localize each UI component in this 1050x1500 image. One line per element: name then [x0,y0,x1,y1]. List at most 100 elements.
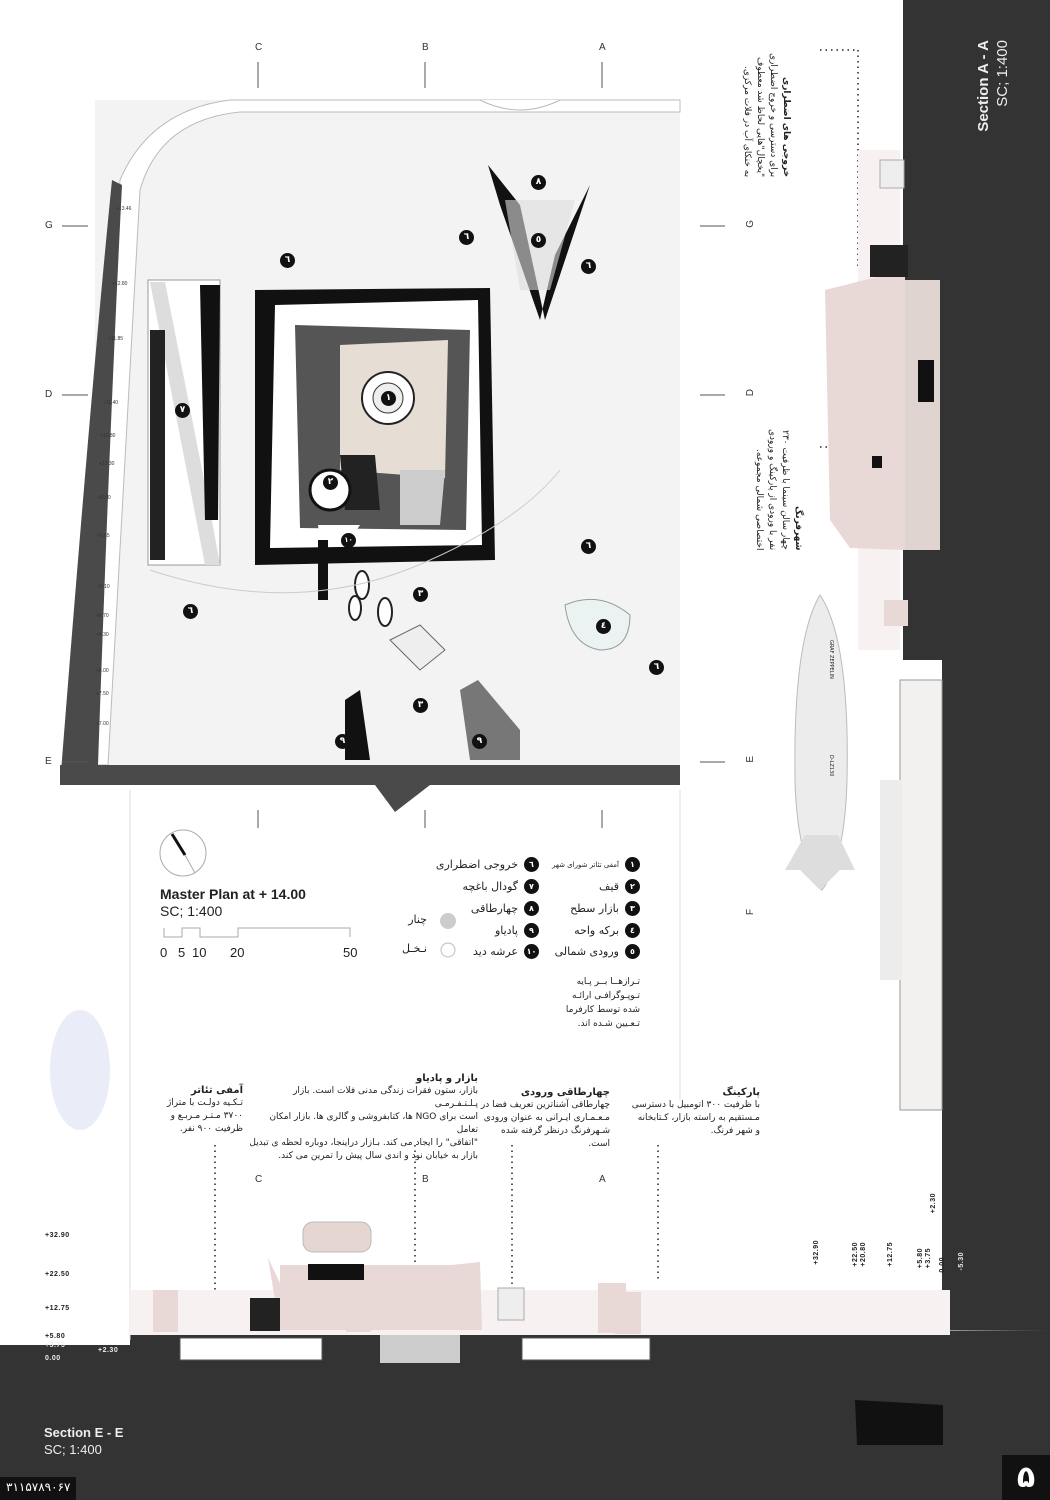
plan-marker-10: ١٠ [341,533,356,548]
grid-label-c: C [255,42,263,53]
section-ee-level: +5.80 [45,1333,66,1340]
grid-lines [62,62,725,1340]
grid-label-b: B [422,42,429,53]
section-aa-level: +32.90 [813,1240,820,1265]
plan-elevation: +11.40 [103,400,119,406]
grid-label-d-right: D [745,389,756,397]
section-aa-level: 0.00 [939,1257,946,1273]
plan-marker-4: ٤ [596,619,611,634]
grid-label-e: E [45,756,52,767]
master-plan-drawing [60,99,681,812]
section-ee-level: +2.30 [98,1347,119,1354]
plan-marker-6: ٦ [183,604,198,619]
plan-marker-9: ٩ [335,734,350,749]
plan-marker-7: ٧ [175,403,190,418]
plan-elevation: +13.46 [116,206,132,212]
section-grid-b: B [422,1174,429,1185]
scale-tick-20: 20 [230,945,245,960]
plan-marker-3: ٣ [413,698,428,713]
plan-elevation: +8.00 [96,668,109,674]
grid-label-a: A [599,42,606,53]
palm-tree-icon [440,942,456,958]
plane-tree-icon [440,913,456,929]
zeppelin-name: GRAF ZEPPELIN [828,640,834,679]
section-ee-level: +3.75 [45,1342,66,1349]
plan-marker-3: ٣ [413,587,428,602]
section-ee-title: Section E - E [44,1425,124,1440]
master-plan-title: Master Plan at + 14.00 [160,886,306,902]
section-grid-a: A [599,1174,606,1185]
plan-elevation: +9.90 [98,495,111,501]
section-aa-level: +5.80 [917,1248,924,1269]
figure-illustration [50,1010,110,1130]
section-ee-drawing [130,1221,950,1363]
plan-marker-2: ٢ [323,475,338,490]
legend-plane-tree: چنار [408,913,427,926]
grid-label-g: G [45,220,53,231]
section-aa-level: +22.50 [852,1242,859,1267]
section-aa-title: Section A - A [975,40,992,132]
plan-marker-6: ٦ [649,660,664,675]
section-aa-level: +20.80 [860,1242,867,1267]
plan-marker-8: ٨ [531,175,546,190]
section-aa-scale: SC; 1:400 [994,40,1011,107]
section-ee-level: 0.00 [45,1355,61,1362]
id-number-badge: ۳۱۱۵۷۸۹۰۶۷ [0,1477,77,1500]
plan-elevation: +7.00 [96,721,109,727]
logo [855,1400,943,1445]
plan-elevation: +8.30 [96,632,109,638]
section-ee-level: +12.75 [45,1305,70,1312]
section-aa-level: -5.30 [958,1252,965,1271]
scale-bar [163,927,351,938]
section-aa-level: +12.75 [887,1242,894,1267]
zeppelin-drawing [785,594,855,891]
master-plan-scale: SC; 1:400 [160,903,223,919]
section-ee-level: +32.90 [45,1232,70,1239]
section-aa-level: +2.30 [930,1193,937,1214]
section-aa-level: +3.75 [925,1248,932,1269]
plan-elevation: +7.50 [96,691,109,697]
section-ee-level: +22.50 [45,1271,70,1278]
section-aa-drawing [825,150,943,1111]
scale-tick-10: 10 [192,945,207,960]
zeppelin-code: D-LZ130 [828,755,834,777]
plan-marker-6: ٦ [581,539,596,554]
legend-palm-tree: نـخـل [402,942,427,955]
plan-elevation: +12.80 [112,281,128,287]
plan-marker-5: ٥ [531,233,546,248]
plan-marker-9: ٩ [472,734,487,749]
plan-marker-1: ١ [381,391,396,406]
section-aa-ground-band [903,0,1050,1330]
section-ee-scale: SC; 1:400 [44,1442,102,1457]
section-grid-c: C [255,1174,263,1185]
plan-marker-6: ٦ [280,253,295,268]
scale-tick-5: 5 [178,945,186,960]
grid-label-e-right: E [745,756,756,763]
north-arrow [159,829,207,877]
plan-elevation: +9.10 [97,584,110,590]
plan-marker-6: ٦ [581,259,596,274]
plan-elevation: +10.80 [100,433,116,439]
grid-label-f-right: F [745,909,756,916]
plan-marker-6: ٦ [459,230,474,245]
page-number: ۵ [1002,1455,1050,1500]
section-ee-ground-band [0,1330,1050,1500]
grid-label-g-right: G [745,220,756,228]
plan-elevation: +10.30 [99,461,115,467]
